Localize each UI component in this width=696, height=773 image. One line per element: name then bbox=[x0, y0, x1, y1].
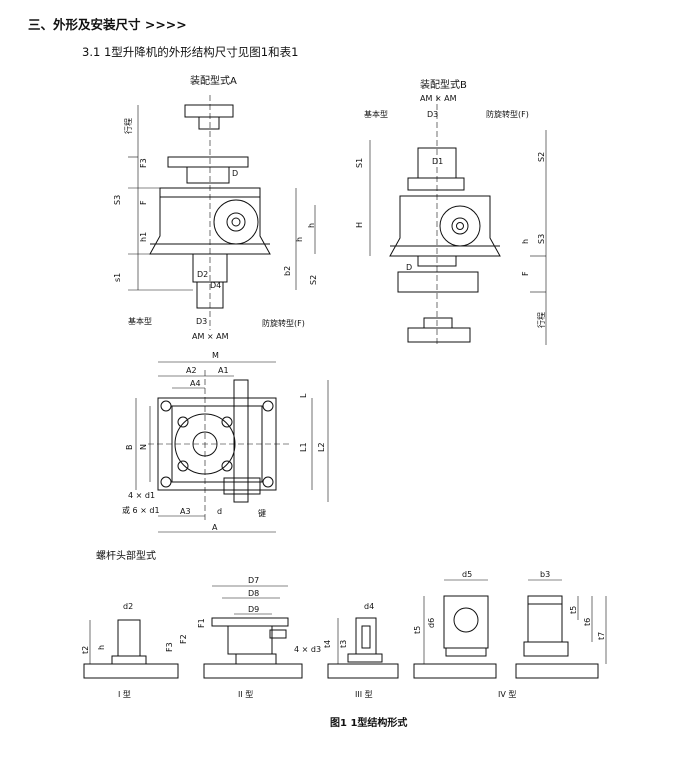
head3-d4-label: d4 bbox=[364, 602, 374, 611]
head1-d2-label: d2 bbox=[123, 602, 133, 611]
b-s2-label: S2 bbox=[537, 152, 546, 162]
b-anti-label: 防旋转型(F) bbox=[486, 109, 529, 119]
a-basic-label: 基本型 bbox=[128, 316, 152, 326]
a-s1-label: s1 bbox=[113, 273, 122, 282]
head4-t7-label: t7 bbox=[597, 632, 606, 640]
b-d1-label: D1 bbox=[432, 157, 443, 166]
figure-caption: 图1 1型结构形式 bbox=[330, 716, 407, 729]
a-s3-label: S3 bbox=[113, 195, 122, 205]
head-type-4-a bbox=[413, 579, 497, 679]
b-h-small-label: h bbox=[521, 239, 530, 244]
head1-name: I 型 bbox=[118, 690, 131, 699]
assembly-b-drawing: 装配型式B bbox=[369, 78, 547, 345]
b-d3-label: D3 bbox=[427, 110, 438, 119]
head3-name: III 型 bbox=[355, 690, 373, 699]
head2-f1-label: F1 bbox=[197, 618, 206, 628]
plan-l1-label: L1 bbox=[299, 442, 308, 452]
head2-d8-label: D8 bbox=[248, 589, 259, 598]
b-stroke-label: 行程 bbox=[536, 312, 546, 328]
assembly-a-title: 装配型式A bbox=[190, 74, 237, 87]
b-h-big-label: H bbox=[355, 222, 364, 228]
a-d2-label: D2 bbox=[197, 270, 208, 279]
plan-l-label: L bbox=[299, 393, 308, 398]
plan-key-label: 键 bbox=[258, 508, 266, 518]
head3-t3-label: t3 bbox=[339, 640, 348, 648]
head4-d6-label: d6 bbox=[427, 618, 436, 628]
a-f3-label: F3 bbox=[139, 158, 148, 168]
a-h-big-label: h bbox=[307, 223, 316, 228]
b-d-label: D bbox=[406, 263, 412, 272]
section-heading: 三、外形及安装尺寸 >>>> bbox=[28, 17, 187, 32]
head-type-3 bbox=[327, 617, 399, 679]
plan-d-label: d bbox=[217, 507, 222, 516]
head4-t6-label: t6 bbox=[583, 618, 592, 626]
plan-a1-label: A1 bbox=[218, 366, 229, 375]
screw-heads-title: 螺杆头部型式 bbox=[96, 549, 156, 562]
plan-a3-label: A3 bbox=[180, 507, 191, 516]
head-type-1 bbox=[83, 619, 179, 679]
head2-f2-label: F2 bbox=[179, 634, 188, 644]
head4-d5-label: d5 bbox=[462, 570, 472, 579]
a-am-label: AM × AM bbox=[192, 332, 229, 341]
a-h-small-label: h bbox=[295, 237, 304, 242]
plan-m-label: M bbox=[212, 351, 219, 360]
subsection-heading: 3.1 1型升降机的外形结构尺寸见图1和表1 bbox=[82, 45, 299, 59]
head-type-2 bbox=[203, 585, 303, 679]
a-b2-label: b2 bbox=[283, 266, 292, 276]
head4-b3-label: b3 bbox=[540, 570, 550, 579]
plan-a2-label: A2 bbox=[186, 366, 197, 375]
head-type-4-b bbox=[515, 579, 607, 679]
a-f-label: F bbox=[139, 200, 148, 205]
b-s3-label: S3 bbox=[537, 234, 546, 244]
a-anti-label: 防旋转型(F) bbox=[262, 318, 305, 328]
a-d-label: D bbox=[232, 169, 238, 178]
assembly-a-drawing: 装配型式A bbox=[128, 74, 316, 330]
plan-hole4-label: 4 × d1 bbox=[128, 491, 155, 500]
a-s2-label: S2 bbox=[309, 275, 318, 285]
plan-hole6-label: 或 6 × d1 bbox=[122, 505, 160, 515]
plan-a4-label: A4 bbox=[190, 379, 201, 388]
b-basic-label: 基本型 bbox=[364, 109, 388, 119]
b-f-label: F bbox=[521, 271, 530, 276]
plan-l2-label: L2 bbox=[317, 442, 326, 452]
head3-t4-label: t4 bbox=[323, 640, 332, 648]
head1-h-label: h bbox=[97, 645, 106, 650]
head2-d3-label: 4 × d3 bbox=[294, 645, 321, 654]
head2-f3-label: F3 bbox=[165, 642, 174, 652]
plan-a-label: A bbox=[212, 523, 218, 532]
a-stroke-label: 行程 bbox=[123, 118, 133, 134]
assembly-b-title: 装配型式B bbox=[420, 78, 467, 91]
head2-name: II 型 bbox=[238, 690, 253, 699]
a-d4-label: D4 bbox=[210, 281, 221, 290]
plan-view-drawing bbox=[135, 361, 329, 533]
b-am-label: AM × AM bbox=[420, 94, 457, 103]
head1-t2-label: t2 bbox=[81, 646, 90, 654]
plan-n-label: N bbox=[139, 444, 148, 450]
head4-t5-label: t5 bbox=[413, 626, 422, 634]
head2-d9-label: D9 bbox=[248, 605, 259, 614]
b-s1-label: S1 bbox=[355, 158, 364, 168]
head2-d7-label: D7 bbox=[248, 576, 259, 585]
a-d3-label: D3 bbox=[196, 317, 207, 326]
a-h1-label: h1 bbox=[139, 232, 148, 242]
head4-name: IV 型 bbox=[498, 690, 516, 699]
head4-t5b-label: t5 bbox=[569, 606, 578, 614]
plan-b-label: B bbox=[125, 445, 134, 451]
